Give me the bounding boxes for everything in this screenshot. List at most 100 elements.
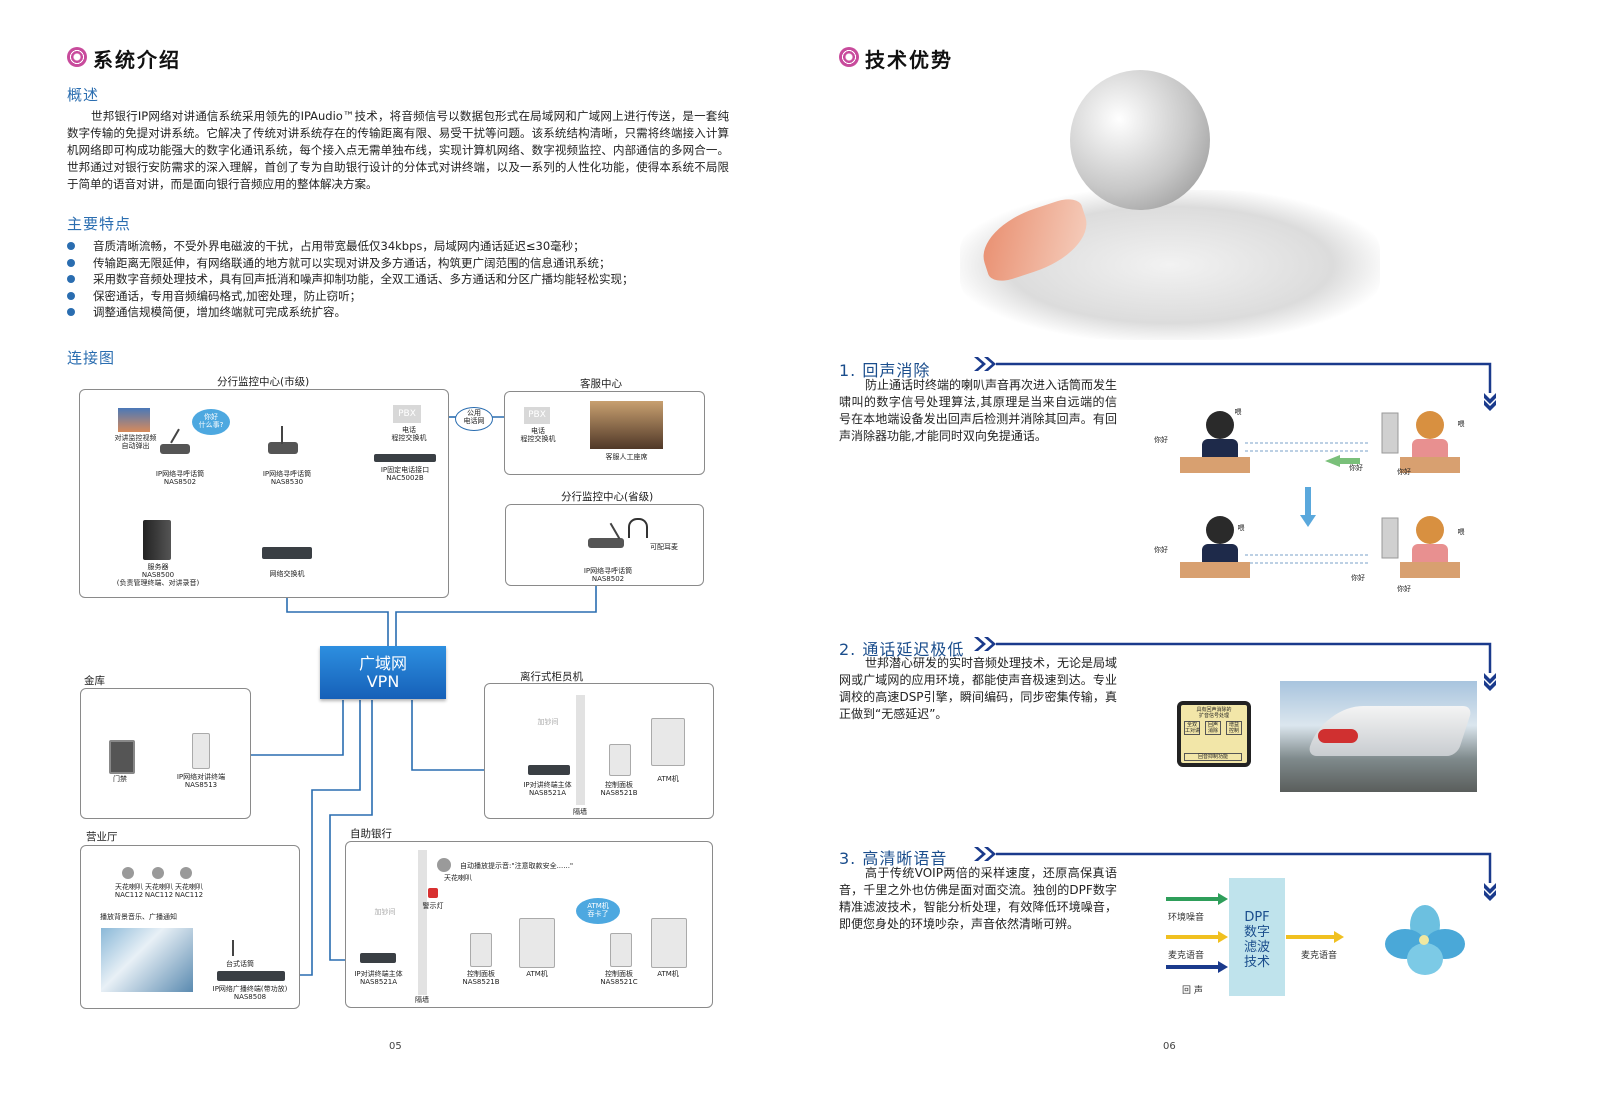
bullet-dot-icon xyxy=(67,275,75,283)
selfbank-adding-room-label: 加钞间 xyxy=(374,908,396,916)
dsp-chip-cell: 回声 消除 xyxy=(1205,721,1221,735)
echo-label: 喂 xyxy=(1457,420,1465,428)
teller-host-device xyxy=(528,765,570,775)
echo-label: 你好 xyxy=(1351,574,1365,582)
feature-item: 采用数字音频处理技术，具有回声抵消和噪声抑制功能，全双工通话、多方通话和分区广播… xyxy=(67,271,747,288)
master-station-2-label: IP网络寻呼话筒 NAS8530 xyxy=(262,470,312,486)
vault-intercom-label: IP网络对讲终端 NAS8513 xyxy=(176,773,226,789)
feature-item: 调整通信规模简便，增加终端就可完成系统扩容。 xyxy=(67,304,747,321)
pbx-right-label: 电话 程控交换机 xyxy=(520,427,556,443)
hall-note-label: 播放背景音乐、广播通知 xyxy=(100,913,177,921)
box-teller-label: 离行式柜员机 xyxy=(520,671,583,683)
headset-mic-icon xyxy=(588,522,624,548)
dpf-arrows xyxy=(1166,893,1344,973)
speaker-label: 天花喇叭 NAC112 xyxy=(144,883,174,899)
video-thumbnail xyxy=(118,408,150,432)
master-station-1-label: IP网络寻呼话筒 NAS8502 xyxy=(155,470,205,486)
section-1-text: 防止通话时终端的喇叭声音再次进入话筒而发生啸叫的数字信号处理算法,其原理是当来自… xyxy=(839,378,1118,443)
echo-label: 喂 xyxy=(1237,524,1245,532)
vault-intercom-device xyxy=(192,733,210,769)
box-province-label: 分行监控中心(省级) xyxy=(561,491,654,503)
overview-paragraph: 世邦银行IP网络对讲通信系统采用领先的IPAudio™技术，将音频信号以数据包形… xyxy=(67,109,729,191)
box-service-label: 客服中心 xyxy=(580,378,622,390)
agent-photo xyxy=(590,401,663,449)
section-2-text: 世邦潜心研发的实时音频处理技术，无论是局域网或广域网的应用环境，都能使声音极速到… xyxy=(839,656,1118,721)
speaker-label: 天花喇叭 NAC112 xyxy=(174,883,204,899)
section-ribbons xyxy=(974,357,1496,901)
echo-label: 你好 xyxy=(1397,468,1411,476)
selfbank-wall-label: 隔墙 xyxy=(415,996,429,1004)
speech-bubble-text: ATM机 吞卡了 xyxy=(587,902,609,918)
selfbank-atm-2-device xyxy=(651,918,687,968)
ceiling-speaker-icon xyxy=(152,867,164,879)
pbx-box-left: PBX xyxy=(393,405,421,423)
teller-wall xyxy=(576,695,585,805)
network-switch-label: 网络交换机 xyxy=(269,570,305,578)
teller-adding-room-label: 加钞间 xyxy=(537,718,559,726)
box-city-label: 分行监控中心(市级) xyxy=(217,376,310,388)
box-vault-label: 金库 xyxy=(84,675,105,687)
door-access-device xyxy=(109,740,135,774)
dpf-input-noise-label: 环境噪音 xyxy=(1168,913,1205,923)
dpf-input-voice-label: 麦克语音 xyxy=(1168,951,1205,961)
echo-label: 你好 xyxy=(1154,546,1168,554)
teller-host-label: IP对讲终端主体 NAS8521A xyxy=(523,781,572,797)
section-bullet-icon xyxy=(839,47,859,67)
speech-bubble xyxy=(576,898,620,924)
bullet-dot-icon xyxy=(67,242,75,250)
page-number-left: 05 xyxy=(389,1041,402,1052)
selfbank-ceiling-speaker-label: 天花喇叭 xyxy=(444,874,472,882)
bullet-dot-icon xyxy=(67,258,75,267)
dpf-filter-box: DPF 数字 滤波 技术 xyxy=(1229,878,1285,996)
bullet-dot-icon xyxy=(67,308,75,316)
echo-label: 你好 xyxy=(1349,464,1363,472)
phone-interface-device xyxy=(374,454,436,462)
box-hall-label: 营业厅 xyxy=(86,831,118,843)
speech-bubble xyxy=(192,409,230,435)
ceiling-speaker-icon xyxy=(180,867,192,879)
door-access-label: 门禁 xyxy=(113,775,127,783)
blue-flower-image xyxy=(1385,905,1465,977)
page-title-left: 系统介绍 xyxy=(93,48,181,72)
echo-label: 喂 xyxy=(1457,528,1465,536)
echo-label: 你好 xyxy=(1397,585,1411,593)
selfbank-panel-2-device xyxy=(610,933,632,967)
selfbank-ceiling-speaker-icon xyxy=(437,858,451,872)
public-network-label: 公用 电话网 xyxy=(463,409,485,425)
pbx-left-label: 电话 程控交换机 xyxy=(391,426,427,442)
desk-mic-label: 台式话筒 xyxy=(226,960,254,968)
globe-map-illustration xyxy=(930,70,1410,360)
teller-atm-label: ATM机 xyxy=(657,775,679,783)
high-speed-train-photo xyxy=(1280,681,1477,792)
overview-heading: 概述 xyxy=(67,86,100,104)
section-2-title: 2. 通话延迟极低 xyxy=(839,640,965,659)
box-vault xyxy=(80,688,251,819)
section-3-title: 3. 高清晰语音 xyxy=(839,849,948,868)
selfbank-host-label: IP对讲终端主体 NAS8521A xyxy=(354,970,403,986)
video-popup-label: 对讲监控视频 自动弹出 xyxy=(114,434,157,450)
vpn-label: VPN xyxy=(366,672,400,691)
ceiling-speaker-icon xyxy=(122,867,134,879)
broadcast-terminal-label: IP网络广播终端(带功放) NAS8508 xyxy=(212,985,288,1001)
dpf-output-label: 麦克语音 xyxy=(1301,951,1338,961)
teller-atm-device xyxy=(651,718,685,766)
selfbank-panel-2-label: 控制面板 NAS8521C xyxy=(600,970,638,986)
echo-label: 你好 xyxy=(1154,436,1168,444)
features-list: 音质清晰流畅，不受外界电磁波的干扰，占用带宽最低仅34kbps，局域网内通话延迟… xyxy=(67,238,747,321)
selfbank-host-device xyxy=(360,953,396,963)
feature-item: 传输距离无限延伸，有网络联通的地方就可以实现对讲及多方通话，构筑更广阔范围的信息… xyxy=(67,255,747,272)
master-station-3-label: IP网络寻呼话筒 NAS8502 xyxy=(583,567,633,583)
selfbank-atm-2-label: ATM机 xyxy=(657,970,679,978)
box-selfbank-label: 自助银行 xyxy=(350,828,392,840)
dsp-chip-illustration: 具有回声消除的 扩音信号处理 全双 工对讲 回声 消除 增益 控制 回音抑制功能 xyxy=(1177,701,1251,767)
feature-item: 保密通话，专用音频编码格式,加密处理，防止窃听； xyxy=(67,288,747,305)
hall-photo xyxy=(101,928,193,992)
speech-bubble-text: 你好 什么事? xyxy=(198,413,224,429)
echo-label: 喂 xyxy=(1234,408,1242,416)
public-network-ellipse xyxy=(455,407,493,431)
broadcast-terminal-device xyxy=(217,971,285,981)
selfbank-panel-1-device xyxy=(470,933,492,967)
headset-icon xyxy=(628,518,648,538)
desk-mic-icon xyxy=(232,940,244,956)
alarm-light-label: 警示灯 xyxy=(422,902,444,910)
